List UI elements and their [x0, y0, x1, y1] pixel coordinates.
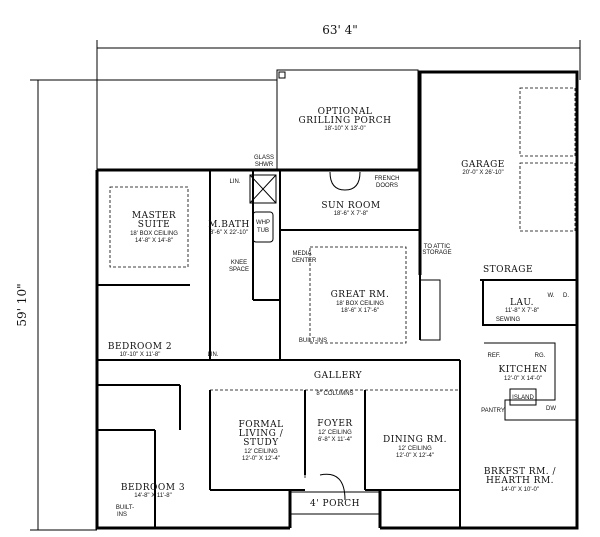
master-suite-label: MASTER [132, 211, 176, 221]
range-label: RG. [535, 353, 546, 359]
dishwasher-label: DW [546, 406, 556, 412]
linen-label-2: LIN. [207, 352, 218, 358]
formal-living-label: FORMAL [238, 420, 283, 430]
great-room-builtins: BUILT-INS [299, 338, 327, 344]
breakfast-label: BRKFST RM. / [484, 467, 557, 477]
laundry-label: LAU. [510, 298, 534, 308]
bedroom3-builtins-2: INS [117, 512, 127, 518]
grilling-porch-label-2: GRILLING PORCH [299, 116, 392, 126]
sun-room-label: SUN ROOM [321, 201, 380, 211]
bedroom3-size: 14'-8" X 11'-8" [134, 493, 171, 499]
kitchen-label: KITCHEN [499, 365, 548, 375]
dining-label: DINING RM. [383, 435, 447, 445]
storage-label: STORAGE [483, 265, 533, 275]
glass-shower-label: GLASS [254, 155, 274, 161]
foyer-size: 6'-8" X 11'-4" [318, 437, 352, 443]
width-dimension: 63' 4" [322, 23, 358, 37]
breakfast-size: 14'-0" X 10'-0" [501, 487, 539, 493]
bedroom3-builtins: BUILT- [116, 505, 134, 511]
foyer-label: FOYER [317, 419, 352, 429]
ref-label: REF. [487, 353, 500, 359]
formal-living-label-3: STUDY [243, 438, 279, 448]
bedroom2-size: 10'-10" X 11'-8" [120, 352, 161, 358]
glass-shower-label-2: SHWR [255, 162, 274, 168]
formal-living-label-2: LIVING / [239, 429, 284, 439]
columns-label: 8" COLUMNS [316, 391, 353, 397]
great-room-size: 18'-6" X 17'-6" [341, 308, 379, 314]
exterior-walls [95, 69, 579, 530]
great-room-label: GREAT RM. [331, 290, 390, 300]
knee-space-label: KNEE [231, 260, 247, 266]
master-bath-size: 8'-6" X 22'-10" [210, 230, 248, 236]
gallery-label: GALLERY [314, 371, 363, 381]
linen-label: LIN. [229, 179, 240, 185]
dining-size: 12'-0" X 12'-4" [396, 453, 434, 459]
dimension-lines: 63' 4" 59' 10" [15, 23, 581, 531]
island-label: ISLAND [512, 395, 534, 401]
media-center-label: MEDIA [292, 251, 311, 257]
dryer-label: D. [563, 293, 569, 299]
laundry-size: 11'-8" X 7'-8" [505, 308, 539, 314]
attic-storage-label: TO ATTIC [424, 244, 451, 250]
pantry-label: PANTRY [481, 408, 505, 414]
attic-storage-label-2: STORAGE [422, 250, 451, 256]
depth-dimension: 59' 10" [15, 283, 29, 326]
french-doors-label: FRENCH [375, 176, 400, 182]
breakfast-label-2: HEARTH RM. [486, 476, 554, 486]
master-suite-size: 14'-8" X 14'-8" [135, 238, 173, 244]
dining-ceiling: 12' CEILING [398, 446, 432, 452]
sun-room-size: 18'-6" X 7'-8" [334, 211, 369, 217]
foyer-ceiling: 12' CEILING [318, 430, 352, 436]
formal-living-size: 12'-0" X 12'-4" [242, 456, 280, 462]
knee-space-label-2: SPACE [229, 267, 249, 273]
room-labels: OPTIONAL GRILLING PORCH 18'-10" X 13'-0"… [108, 107, 569, 518]
master-suite-label-2: SUITE [138, 220, 170, 230]
sewing-label: SEWING [496, 317, 521, 323]
french-doors-label-2: DOORS [376, 183, 398, 189]
master-suite-ceiling: 18' BOX CEILING [130, 231, 178, 237]
kitchen-size: 12'-0" X 14'-0" [504, 376, 542, 382]
grilling-porch-size: 18'-10" X 13'-0" [324, 126, 365, 132]
interior-walls [97, 87, 577, 528]
garage-label: GARAGE [461, 160, 505, 170]
garage-size: 20'-0" X 26'-10" [462, 170, 503, 176]
whirlpool-tub-label-2: TUB [257, 228, 269, 234]
great-room-ceiling: 18' BOX CEILING [336, 301, 384, 307]
porch-label: 4' PORCH [310, 499, 360, 509]
bedroom3-label: BEDROOM 3 [121, 483, 185, 493]
grilling-porch-label: OPTIONAL [318, 107, 373, 117]
formal-living-ceiling: 12' CEILING [244, 449, 278, 455]
whirlpool-tub-label: WHP [256, 220, 270, 226]
bedroom2-label: BEDROOM 2 [108, 342, 172, 352]
washer-label: W. [548, 293, 555, 299]
media-center-label-2: CENTER [292, 258, 317, 264]
master-bath-label: M.BATH [208, 220, 250, 230]
